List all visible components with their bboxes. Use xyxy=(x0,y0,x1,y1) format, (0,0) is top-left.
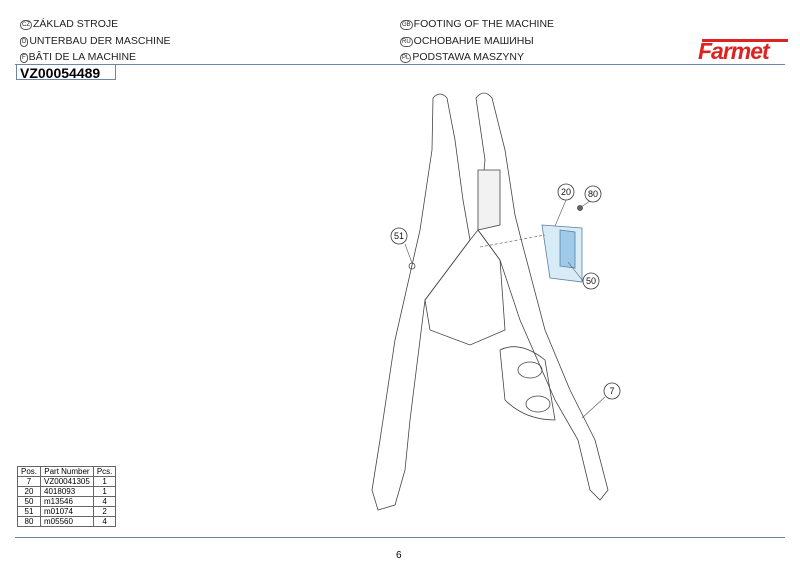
bracket-part-20 xyxy=(541,224,583,283)
callout-51: 51 xyxy=(394,231,404,241)
table-header: Pos. Part Number Pcs. xyxy=(16,466,117,477)
callout-51-circle xyxy=(390,227,408,245)
header-divider xyxy=(15,64,785,65)
callout-50: 50 xyxy=(586,276,596,286)
callout-20-circle xyxy=(557,183,575,201)
leader-lines xyxy=(404,199,606,419)
callout-20: 20 xyxy=(561,187,571,197)
callout-7-circle xyxy=(603,382,621,400)
callout-50-circle xyxy=(582,272,600,290)
callout-7: 7 xyxy=(609,386,614,396)
farmet-logo: Farmet xyxy=(698,38,788,65)
callout-80-circle xyxy=(584,185,602,203)
callout-80: 80 xyxy=(588,189,598,199)
assembly-code: VZ00054489 xyxy=(16,64,116,81)
page-number: 6 xyxy=(396,550,402,561)
frame-part-7 xyxy=(371,92,609,511)
footer-divider xyxy=(15,537,785,538)
